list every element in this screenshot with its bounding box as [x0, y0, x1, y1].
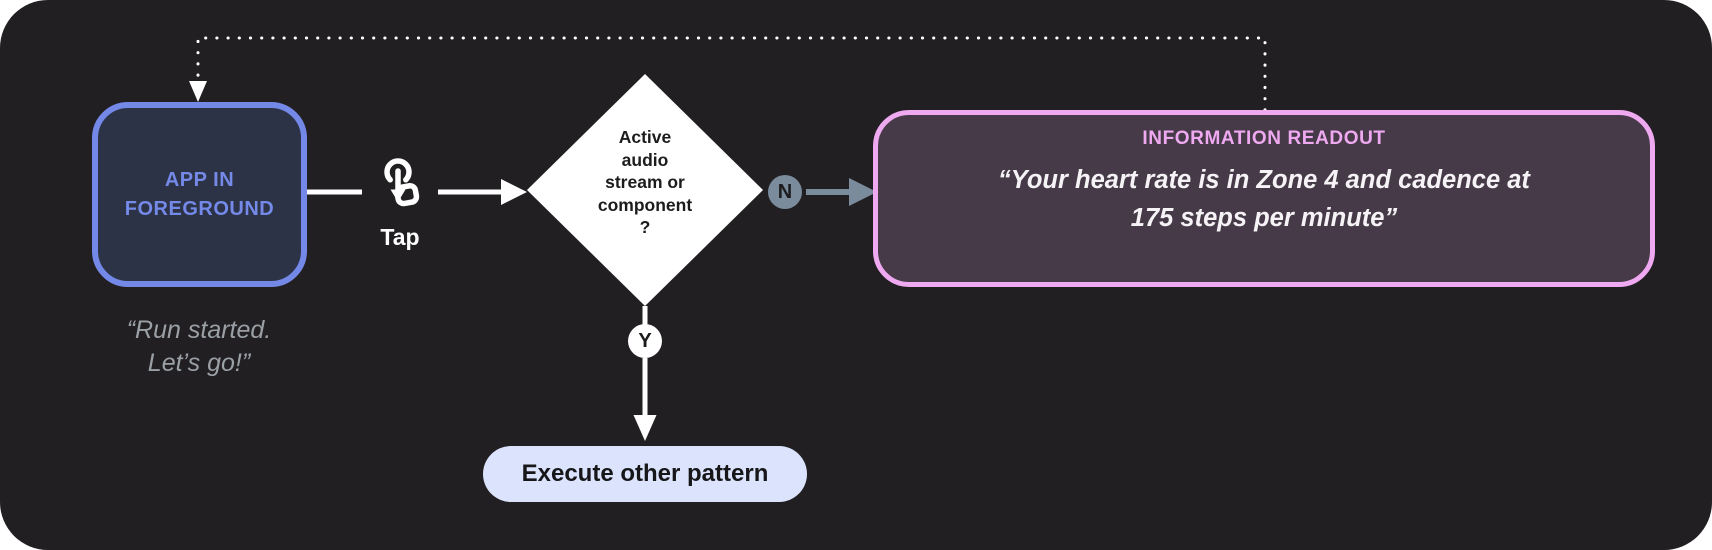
decision-line: component — [597, 194, 693, 215]
branch-yes-label: Y — [638, 329, 652, 352]
decision-diamond — [527, 74, 763, 306]
branch-no-label: N — [777, 180, 793, 203]
readout-title: INFORMATION READOUT — [1142, 128, 1386, 149]
arrowhead-into-pill-icon — [633, 415, 657, 441]
readout-quote: “Your heart rate is in Zone 4 and cadenc… — [878, 161, 1650, 238]
app-foreground-node: APP IN FOREGROUND — [92, 102, 307, 287]
decision-line: Active — [618, 127, 672, 147]
app-quote-line: Let’s go!” — [147, 349, 251, 377]
branch-yes-badge: Y — [628, 324, 662, 358]
app-quote-line: “Run started. — [126, 316, 272, 344]
readout-quote-line: “Your heart rate is in Zone 4 and cadenc… — [998, 166, 1530, 194]
decision-line: audio — [621, 149, 669, 170]
feedback-dotted-connector — [196, 36, 1267, 112]
decision-node: Active audio stream or component ? — [553, 126, 737, 239]
app-foreground-label: APP IN FOREGROUND — [124, 168, 275, 220]
feedback-arrowhead-icon — [189, 81, 207, 102]
app-voice-quote: “Run started. Let’s go!” — [54, 314, 344, 380]
decision-line: stream or — [605, 172, 685, 193]
decision-line: ? — [639, 217, 651, 238]
execute-pattern-label: Execute other pattern — [521, 460, 769, 487]
tap-icon — [384, 158, 420, 207]
readout-quote-line: 175 steps per minute” — [1130, 204, 1398, 233]
arrowhead-into-readout-icon — [849, 178, 877, 206]
execute-pattern-pill: Execute other pattern — [483, 446, 807, 502]
branch-no-badge: N — [768, 175, 802, 209]
information-readout-node: INFORMATION READOUT “Your heart rate is … — [873, 110, 1655, 287]
arrowhead-into-decision-icon — [501, 179, 527, 205]
tap-label: Tap — [380, 224, 420, 250]
